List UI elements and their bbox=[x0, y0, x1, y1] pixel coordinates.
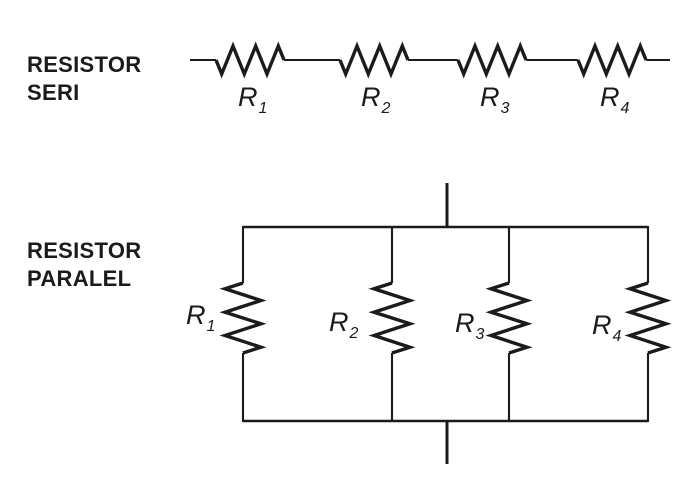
paralel-r1-subscript: 1 bbox=[206, 318, 216, 335]
paralel-circuit bbox=[219, 183, 672, 464]
paralel-r3-label: R3 bbox=[455, 308, 485, 344]
paralel-r1-label: R1 bbox=[186, 300, 216, 336]
paralel-r4-base: R bbox=[592, 310, 612, 340]
paralel-r1-base: R bbox=[186, 300, 206, 330]
paralel-r4-subscript: 4 bbox=[612, 328, 622, 345]
paralel-title-line2: PARALEL bbox=[27, 266, 132, 291]
paralel-r2-base: R bbox=[329, 307, 349, 337]
series-r4-subscript: 4 bbox=[620, 100, 630, 117]
paralel-resistor-r4-zigzag bbox=[624, 281, 672, 355]
series-resistor-r1-zigzag bbox=[214, 41, 286, 79]
series-r1-label: R1 bbox=[238, 82, 268, 118]
series-section-title: RESISTOR SERI bbox=[27, 51, 141, 107]
series-resistor-r3-zigzag bbox=[456, 41, 528, 79]
paralel-r3-base: R bbox=[455, 308, 475, 338]
paralel-r3-subscript: 3 bbox=[475, 326, 485, 343]
series-r2-label: R2 bbox=[361, 82, 391, 118]
paralel-r2-subscript: 2 bbox=[349, 325, 359, 342]
paralel-title-line1: RESISTOR bbox=[27, 238, 142, 263]
series-r1-subscript: 1 bbox=[258, 100, 268, 117]
series-title-line1: RESISTOR bbox=[27, 52, 142, 77]
paralel-section-title: RESISTOR PARALEL bbox=[27, 237, 141, 293]
series-r4-label: R4 bbox=[600, 82, 630, 118]
paralel-resistor-r2-zigzag bbox=[368, 281, 416, 355]
series-r1-base: R bbox=[238, 82, 258, 112]
series-resistor-r4-zigzag bbox=[576, 41, 648, 79]
series-r4-base: R bbox=[600, 82, 620, 112]
series-resistor-r2-zigzag bbox=[338, 41, 410, 79]
series-r3-base: R bbox=[480, 82, 500, 112]
paralel-r4-label: R4 bbox=[592, 310, 622, 346]
series-r3-label: R3 bbox=[480, 82, 510, 118]
series-title-line2: SERI bbox=[27, 80, 80, 105]
series-r3-subscript: 3 bbox=[500, 100, 510, 117]
series-r2-subscript: 2 bbox=[381, 100, 391, 117]
paralel-resistor-r1-zigzag bbox=[219, 281, 267, 355]
series-r2-base: R bbox=[361, 82, 381, 112]
paralel-r2-label: R2 bbox=[329, 307, 359, 343]
series-circuit bbox=[190, 41, 670, 79]
paralel-resistor-r3-zigzag bbox=[485, 281, 533, 355]
